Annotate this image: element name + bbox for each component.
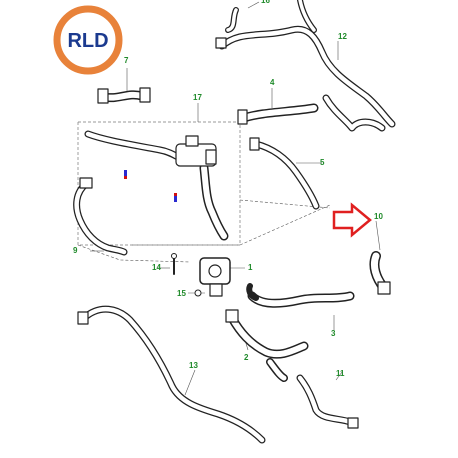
marker-upper [124,170,127,179]
callout-14: 14 [152,263,161,272]
hose-9 [73,177,128,256]
clip-15 [194,289,202,297]
hose-7 [97,87,151,104]
hose-4 [237,103,319,125]
hollow-right-arrow-icon [332,202,372,238]
callout-9: 9 [73,246,78,255]
position-markers [124,170,177,202]
callout-13: 13 [189,361,198,370]
hose-2 [225,309,309,382]
callout-3: 3 [331,329,336,338]
callout-10: 10 [374,212,383,221]
callout-labels: 16 12 7 4 17 5 10 9 1 14 15 3 2 13 11 [73,0,383,378]
hose-11 [296,374,359,429]
callout-12: 12 [338,32,347,41]
callout-1: 1 [248,263,253,272]
callout-16: 16 [261,0,270,5]
callout-7: 7 [124,56,129,65]
hose-5 [249,137,320,210]
logo-text: RLD [67,30,108,52]
callout-15: 15 [177,289,186,298]
callout-11: 11 [336,369,345,378]
hose-17-assembly [84,130,229,241]
callout-4: 4 [270,78,275,87]
marker-lower [174,193,177,202]
hose-12 [215,0,396,132]
fastener-14 [171,253,177,275]
hose-3 [246,283,355,308]
pump-body [199,257,231,297]
hose-parts [73,0,396,444]
callout-5: 5 [320,158,325,167]
callout-17: 17 [193,93,202,102]
hose-10 [369,251,391,295]
callout-2: 2 [244,353,249,362]
hose-13 [77,305,266,444]
rld-logo: RLD [53,5,123,75]
